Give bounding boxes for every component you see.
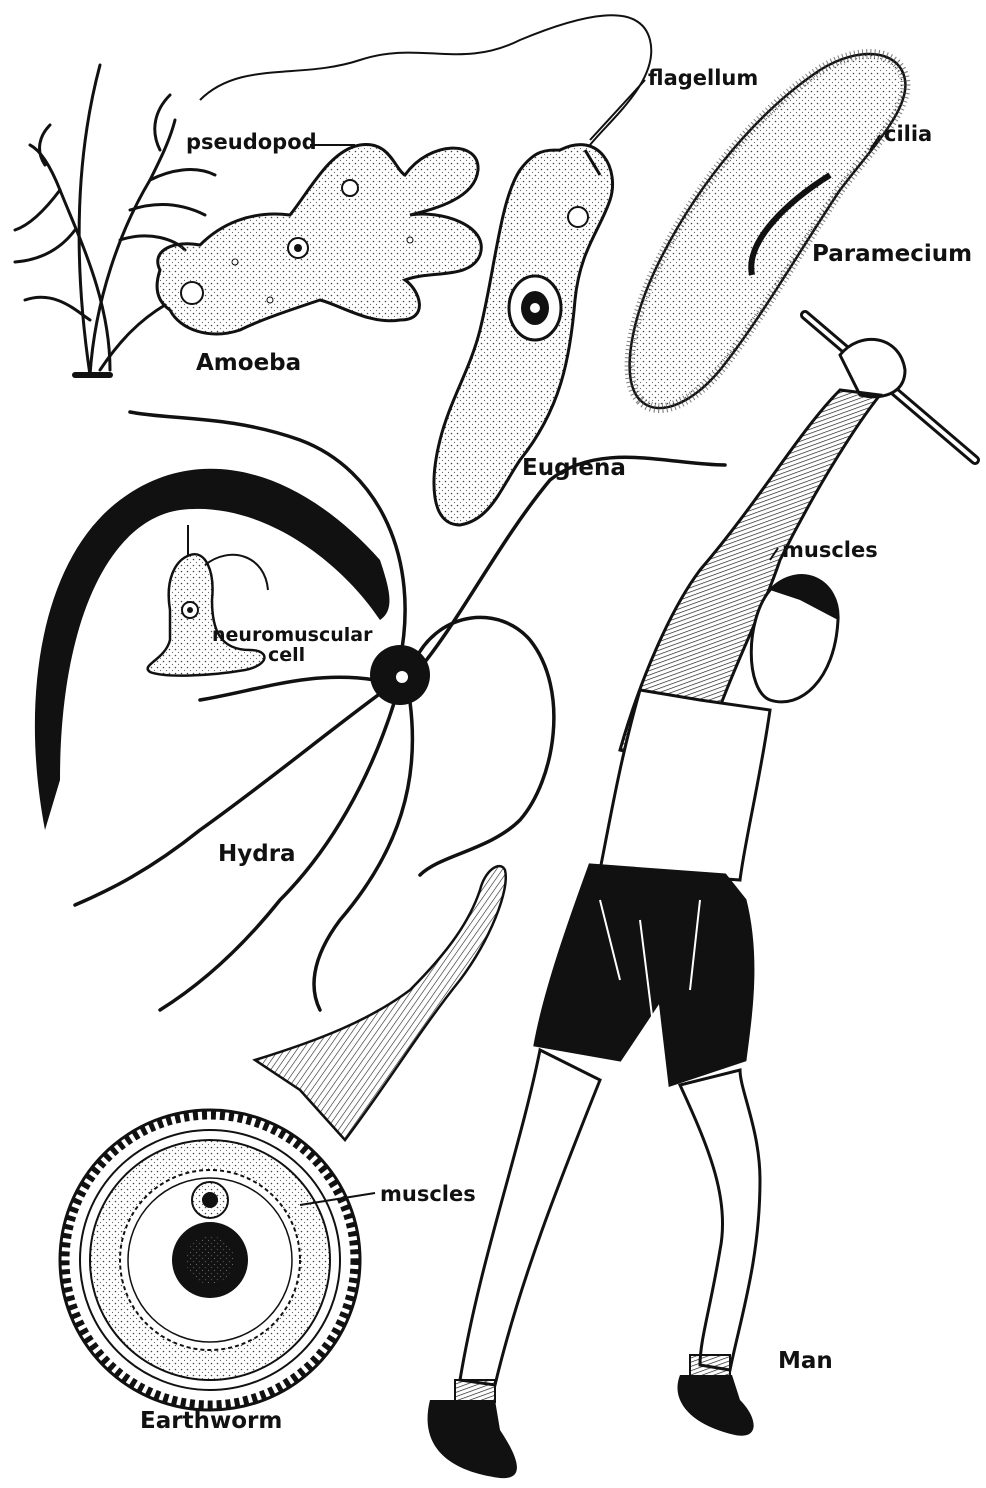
label-amoeba: Amoeba	[196, 352, 301, 375]
label-flagellum: flagellum	[648, 68, 758, 89]
label-paramecium: Paramecium	[812, 243, 972, 266]
label-man: Man	[778, 1350, 833, 1373]
label-euglena: Euglena	[522, 457, 626, 480]
label-hydra: Hydra	[218, 843, 296, 866]
label-pseudopod: pseudopod	[186, 132, 317, 153]
label-muscles-man: muscles	[782, 540, 878, 561]
label-neuromuscular-cell-line1: neuromuscular	[212, 626, 373, 645]
label-cilia: cilia	[884, 124, 932, 145]
label-neuromuscular-cell-line2: cell	[268, 646, 305, 665]
label-earthworm: Earthworm	[140, 1410, 282, 1433]
earthworm-drawing	[60, 866, 506, 1410]
man-drawing	[428, 315, 975, 1478]
label-muscles-earthworm: muscles	[380, 1184, 476, 1205]
plant-drawing	[15, 65, 215, 375]
